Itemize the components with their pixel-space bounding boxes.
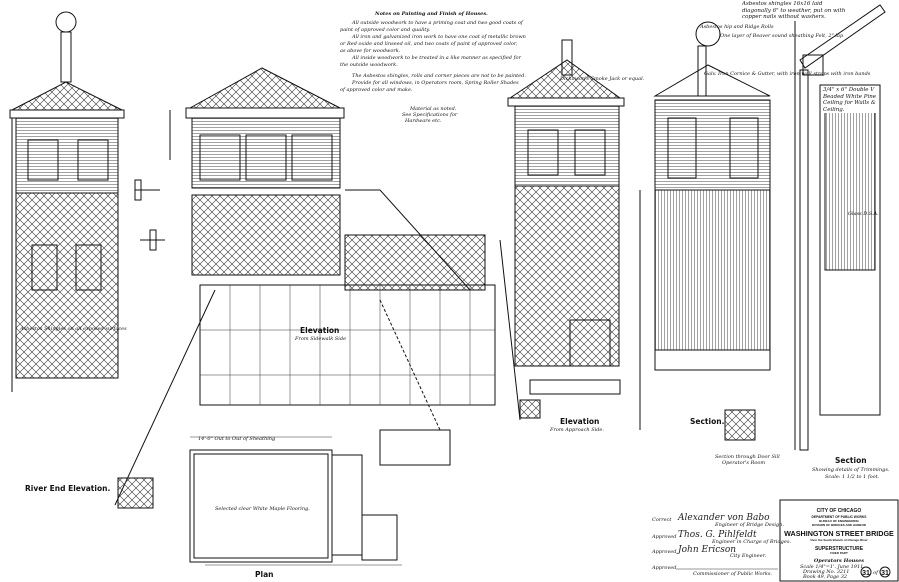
signature: Alexander von Babo bbox=[677, 513, 770, 523]
shingles-note: Asbestos shingles 16x16 laid diagonally … bbox=[742, 1, 846, 21]
ceiling-note-box: 3/4" x 6" Double V Beaded White Pine Cei… bbox=[823, 87, 879, 113]
approach-elevation bbox=[499, 39, 625, 421]
part-sub: FIXED PART bbox=[830, 551, 848, 555]
approval-role: City Engineer. bbox=[730, 553, 766, 559]
title-block: CITY OF CHICAGO DEPARTMENT OF PUBLIC WOR… bbox=[784, 508, 894, 580]
signature: Thos. G. Pihlfeldt bbox=[678, 530, 757, 540]
plan-label: Plan bbox=[255, 570, 273, 579]
drawing-number: Drawing No. 3211 bbox=[802, 569, 849, 575]
plan-view bbox=[189, 436, 402, 566]
section-detail bbox=[794, 4, 886, 451]
material-note: Hardware etc. bbox=[404, 118, 442, 124]
note-line: The Asbestos shingles, rolls and corner … bbox=[352, 73, 526, 79]
ceiling-note: 3/4" x 6" Double V Beaded White Pine Cei… bbox=[823, 87, 879, 113]
sidewalk-elevation bbox=[114, 67, 496, 509]
cornice-note: Galv. Iron Cornice & Gutter, with iron w… bbox=[704, 71, 871, 77]
notes-heading: Notes on Painting and Finish of Houses. bbox=[374, 11, 488, 17]
title-block-frame bbox=[779, 499, 899, 582]
sidewalk-elevation-label: Elevation bbox=[300, 326, 339, 335]
approach-elevation-label: Elevation bbox=[560, 417, 599, 426]
section-detail-sub: Showing details of Trimmings. bbox=[812, 467, 890, 473]
felt-note: One layer of Beaver sound sheathing Felt… bbox=[720, 33, 844, 39]
hip-ridge-note: Asbestos hip and Ridge Rolls bbox=[699, 24, 774, 30]
chimney-note: Dickinson's Smoke Jack or equal. bbox=[559, 76, 645, 82]
sidewalk-elevation-sub: From Sidewalk Side bbox=[294, 336, 346, 342]
plan-dimension: 14'-0" Out to Out of Sheathing bbox=[198, 436, 275, 442]
finial-ball bbox=[55, 11, 77, 33]
material-note: Material as noted. bbox=[409, 106, 457, 112]
note-line: paint of approved color and quality. bbox=[340, 27, 431, 33]
river-end-elevation bbox=[9, 11, 125, 392]
note-line: of approved color and make. bbox=[340, 87, 413, 93]
approval-label: Approved bbox=[651, 549, 676, 555]
asbestos-note: Asbestos Shingles on all exposed surface… bbox=[19, 326, 127, 332]
approval-role: Engineer in Charge of Bridges. bbox=[711, 539, 791, 545]
river-end-label: River End Elevation. bbox=[25, 484, 110, 493]
note-line: All inside woodwork to be treated in a l… bbox=[351, 55, 521, 61]
approval-role: Commissioner of Public Works. bbox=[693, 571, 772, 577]
plan-floor-note: Selected clear White Maple Flooring. bbox=[215, 506, 310, 512]
sheet-number: 31 bbox=[862, 570, 870, 577]
door-sill-sub: Operator's Room bbox=[722, 460, 765, 466]
section-view bbox=[639, 21, 771, 441]
project-title: WASHINGTON STREET BRIDGE bbox=[784, 529, 894, 538]
approval-label: Approved bbox=[651, 565, 676, 571]
sheet-of: of bbox=[873, 570, 879, 576]
painting-notes: Notes on Painting and Finish of Houses. … bbox=[340, 11, 526, 124]
sheet-total: 31 bbox=[881, 570, 889, 577]
bracket-details bbox=[134, 110, 171, 251]
note-line: the outside woodwork. bbox=[340, 62, 398, 68]
book-page: Book 49, Page 32 bbox=[802, 574, 847, 580]
note-line: All outside woodwork to have a priming c… bbox=[351, 20, 524, 26]
approvals: Correct Alexander von Babo Engineer of B… bbox=[651, 513, 791, 577]
section-detail-label: Section bbox=[835, 456, 867, 465]
approval-role: Engineer of Bridge Design. bbox=[714, 522, 784, 528]
signature: John Ericson bbox=[676, 545, 736, 555]
city-title: CITY OF CHICAGO bbox=[817, 508, 862, 514]
dept-title: DEPARTMENT OF PUBLIC WORKS bbox=[812, 515, 868, 519]
shingles-note-box: Asbestos shingles 16x16 laid diagonally … bbox=[742, 1, 846, 21]
bureau-title: BUREAU OF ENGINEERING bbox=[819, 519, 859, 523]
part-title: SUPERSTRUCTURE bbox=[815, 546, 864, 552]
sheet-title: Operators Houses bbox=[814, 558, 864, 564]
note-line: or Red oxide and linseed oil, and two co… bbox=[340, 41, 518, 47]
location: Over the South Branch of Chicago River bbox=[810, 538, 868, 542]
note-line: All iron and galvanized iron work to hav… bbox=[351, 34, 526, 40]
section-detail-scale: Scale: 1 1/2 to 1 foot. bbox=[825, 474, 880, 480]
section-label: Section. bbox=[690, 417, 725, 426]
material-note: See Specifications for bbox=[402, 112, 458, 118]
division-title: DIVISION OF BRIDGES AND HARBOR bbox=[812, 523, 867, 527]
approach-elevation-sub: From Approach Side. bbox=[549, 427, 604, 433]
scale-date: Scale 1/4"=1'. June 1911 bbox=[800, 564, 863, 570]
glass-note: Glass D.S.A. bbox=[848, 211, 879, 217]
approval-label: Correct bbox=[652, 517, 672, 523]
note-line: as above for woodwork. bbox=[340, 48, 401, 54]
note-line: Provide for all windows, in Operators ro… bbox=[351, 80, 519, 86]
door-sill-label: Section through Door Sill bbox=[715, 454, 780, 460]
approval-label: Approved bbox=[651, 534, 676, 540]
